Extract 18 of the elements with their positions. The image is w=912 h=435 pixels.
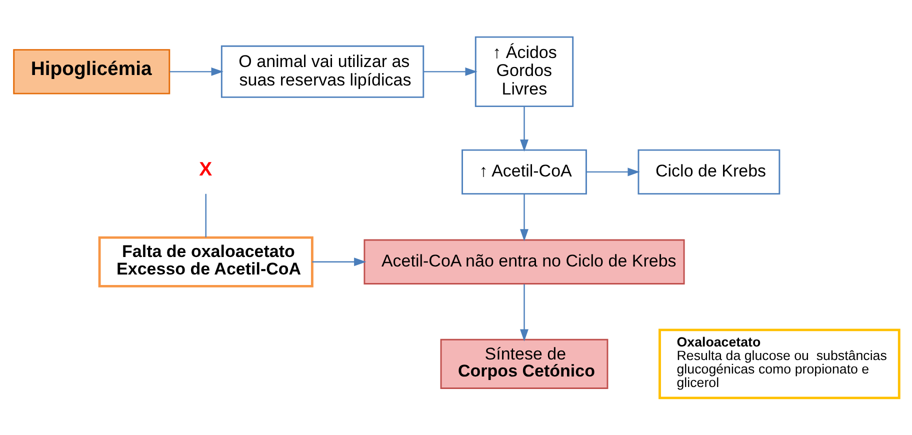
node-box: Ciclo de Krebs <box>637 149 780 195</box>
node-box: Falta de oxaloacetato Excesso de Acetil-CoA <box>98 236 313 288</box>
arrow <box>586 168 640 176</box>
node-box: ↑ Ácidos Gordos Livres <box>474 36 574 108</box>
node-box: Hipoglicémia <box>12 49 170 94</box>
arrow <box>519 284 528 342</box>
arrow <box>423 67 477 76</box>
node-box: Acetil-CoA não entra no Ciclo de Krebs <box>363 239 684 284</box>
node-box: ↑ Acetil-CoA <box>461 149 586 195</box>
arrow <box>519 106 528 152</box>
node-box: O animal vai utilizar as suas reservas lipídicas <box>220 45 424 98</box>
node-text: X <box>198 158 212 180</box>
arrow <box>169 67 223 76</box>
arrow <box>519 194 528 242</box>
node-box: Oxaloacetato Resulta da glucose ou substâncias glucogénicas como propionato e glicerol <box>658 328 900 400</box>
connector <box>204 194 206 238</box>
node-box: Síntese de Corpos Cetónico <box>440 338 608 389</box>
arrow <box>312 258 366 266</box>
